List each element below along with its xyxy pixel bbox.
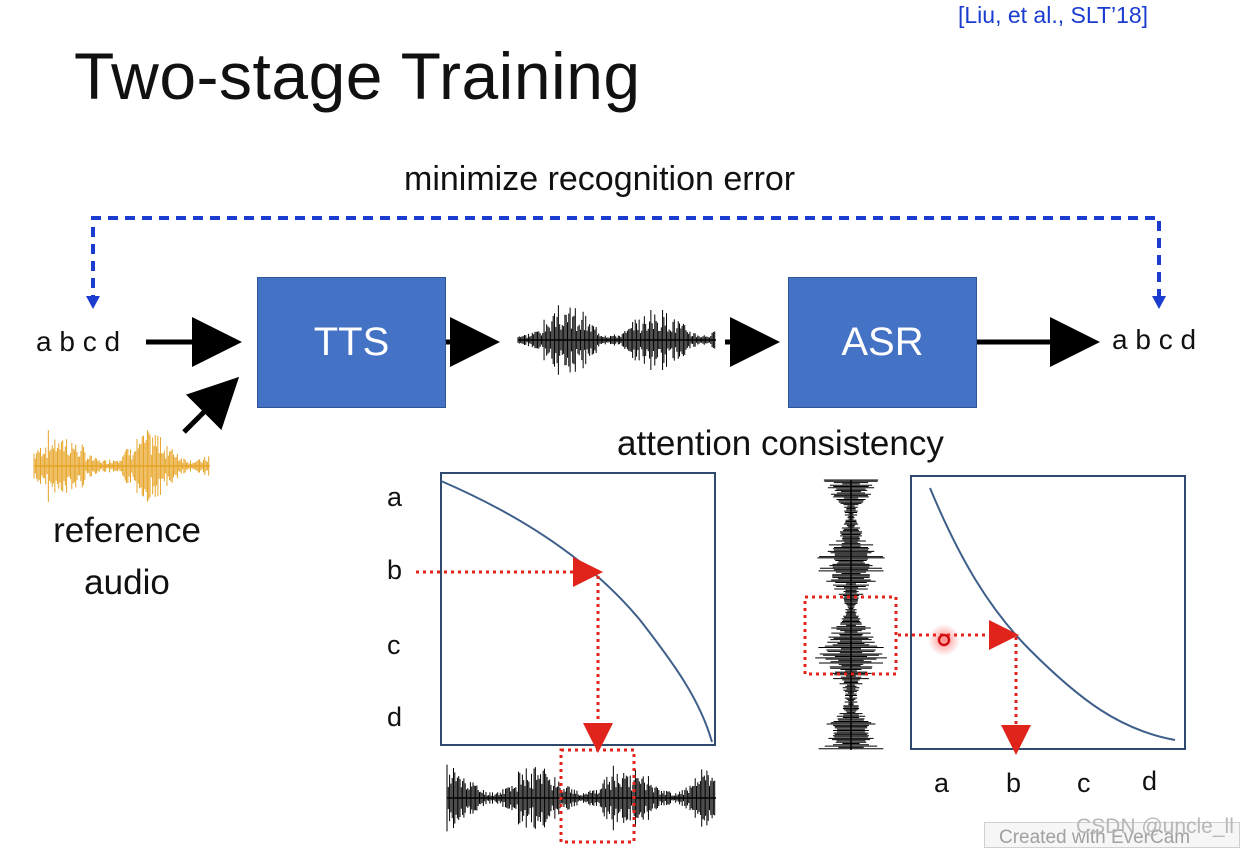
feedback-label: minimize recognition error	[404, 160, 796, 198]
attention-consistency-label: attention consistency	[617, 424, 944, 463]
tts-attention-curve	[440, 480, 713, 743]
feedback-loop-arrow	[86, 216, 1166, 309]
input-text-sequence: a b c d	[36, 326, 121, 357]
output-text-sequence: a b c d	[1112, 324, 1197, 355]
tts-block: TTS	[257, 277, 446, 408]
left-axis-label-a: a	[387, 482, 403, 512]
slide-title: Two-stage Training	[74, 39, 641, 113]
right-axis-label-b: b	[1006, 768, 1022, 798]
right-axis-label-d: d	[1142, 766, 1158, 796]
right-plot-waveform	[815, 479, 887, 750]
left-plot-waveform	[446, 764, 716, 832]
tts-attention-plot	[416, 472, 716, 844]
evercam-watermark: Created with EverCam	[984, 822, 1240, 848]
asr-attention-curve	[929, 487, 1176, 741]
right-axis-label-a: a	[934, 768, 950, 798]
left-axis-label-b: b	[387, 555, 403, 585]
asr-attention-plot	[803, 475, 1186, 755]
reference-audio-waveform	[33, 430, 210, 502]
cursor-highlight	[928, 624, 960, 656]
citation-label: [Liu, et al., SLT’18]	[958, 2, 1149, 28]
right-axis-label-c: c	[1077, 768, 1091, 798]
left-axis-label-c: c	[387, 630, 401, 660]
asr-block: ASR	[788, 277, 977, 408]
reference-audio-label: reference audio	[53, 511, 201, 602]
flow-arrows	[146, 317, 1100, 434]
synthesized-waveform	[517, 305, 716, 375]
left-axis-label-d: d	[387, 702, 403, 732]
csdn-watermark: CSDN @uncle_ll	[1076, 815, 1234, 838]
tts-highlight-window	[559, 748, 636, 844]
